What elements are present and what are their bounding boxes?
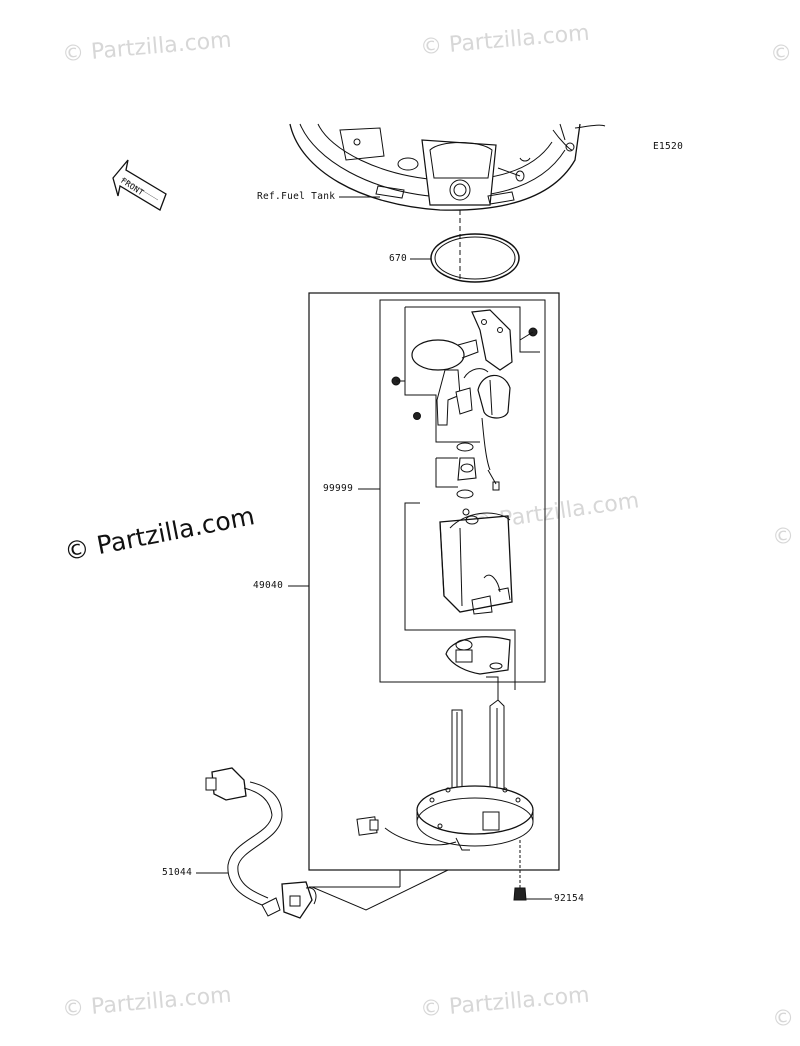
pump-base-plate xyxy=(416,785,534,851)
diagram-code: E1520 xyxy=(653,141,684,152)
connector-lead xyxy=(356,816,457,846)
callout-51044: 51044 xyxy=(162,867,193,878)
fuel-pump xyxy=(439,508,513,615)
ref-fuel-tank-label: Ref.Fuel Tank xyxy=(257,191,336,202)
sender-subframe xyxy=(405,306,540,353)
callout-670: 670 xyxy=(389,253,408,264)
fuel-filter xyxy=(445,636,511,675)
bolt-icon xyxy=(513,840,527,901)
assembly-link xyxy=(311,869,449,911)
fuel-level-sender xyxy=(411,309,513,471)
pump-assembly-frame xyxy=(308,292,560,871)
small-o-ring xyxy=(456,489,474,499)
front-arrow-icon xyxy=(112,159,167,211)
wiring-harness xyxy=(205,767,317,919)
callout-49040: 49040 xyxy=(253,580,284,591)
o-ring xyxy=(430,233,520,283)
pressure-regulator xyxy=(435,457,500,491)
fuel-tank-ref xyxy=(289,123,606,211)
callout-99999: 99999 xyxy=(323,483,354,494)
small-o-ring xyxy=(456,442,474,452)
pump-subframe xyxy=(404,502,516,690)
callout-92154: 92154 xyxy=(554,893,585,904)
pump-inner-frame xyxy=(379,299,546,683)
